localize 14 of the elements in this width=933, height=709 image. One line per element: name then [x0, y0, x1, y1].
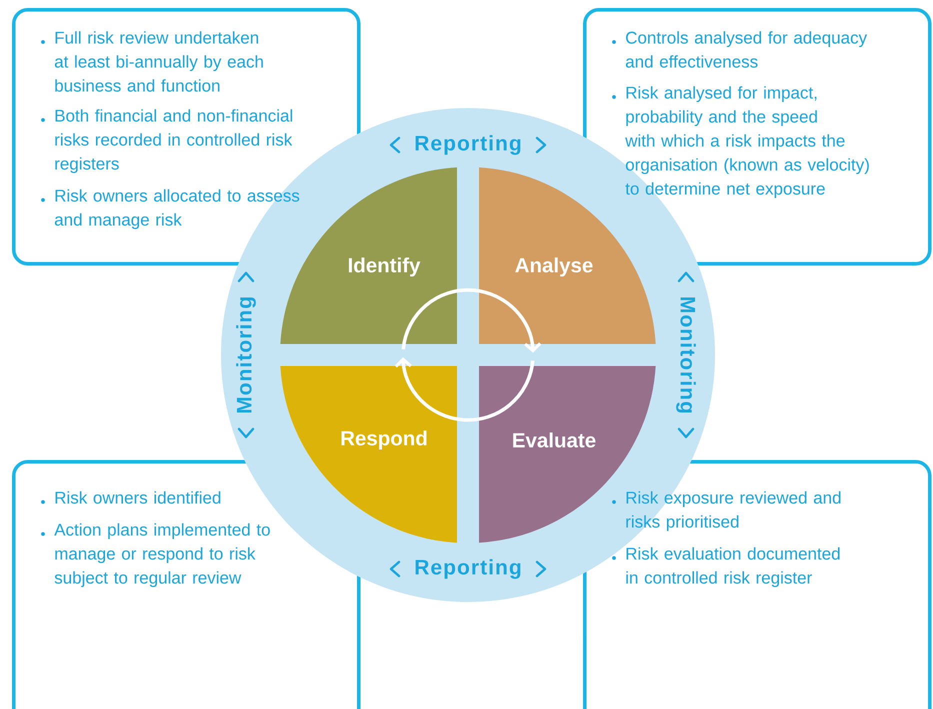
- list-item: Risk evaluation documented in controlled risk register: [612, 547, 840, 588]
- list-item: Risk owners identified: [41, 491, 220, 504]
- ring-label: Reporting: [390, 135, 546, 155]
- list-item: Full risk review undertaken at least bi-annually by each business and function: [41, 31, 263, 92]
- circular-arrow: [402, 288, 542, 353]
- list-item: Action plans implemented to manage or respond to risk subject to regular review: [41, 523, 270, 588]
- text-box: [12, 460, 360, 709]
- ring-label: Monitoring: [676, 272, 696, 438]
- text-box: [583, 460, 932, 709]
- ring-label: Monitoring: [236, 272, 256, 438]
- circular-arrow: [394, 357, 534, 422]
- ring-label: Reporting: [390, 559, 546, 579]
- list-item: Controls analysed for adequacy and effectiveness: [612, 31, 868, 68]
- quadrant-segment: Respond: [280, 366, 457, 543]
